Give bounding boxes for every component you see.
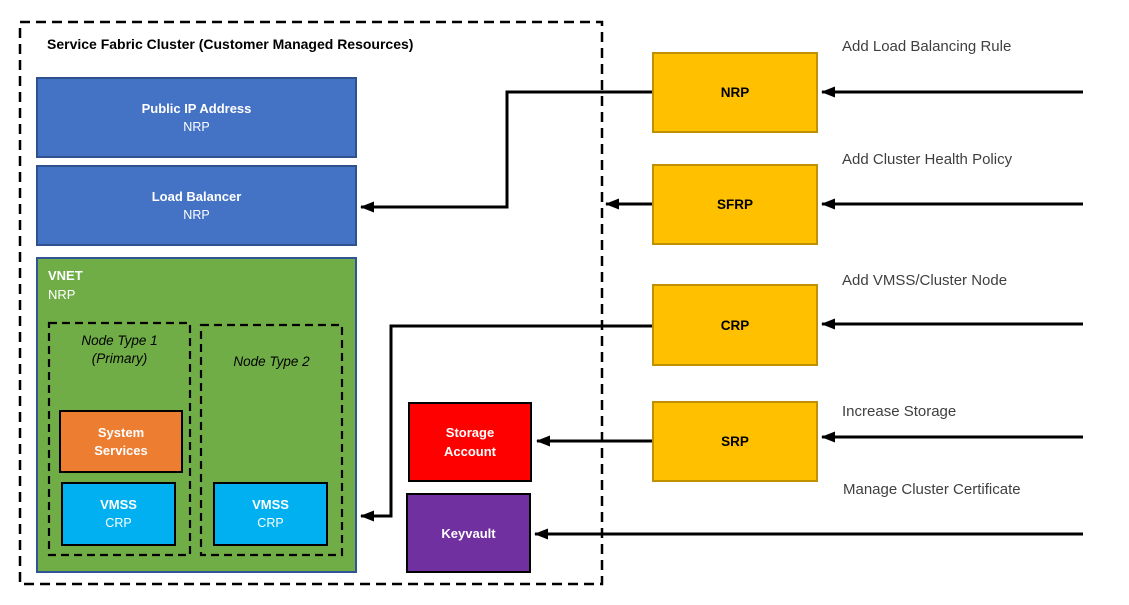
system-services-label: System Services: [94, 424, 148, 458]
action-label-increase-storage: Increase Storage: [842, 403, 957, 420]
srp-box: SRP: [652, 401, 818, 482]
node-type-1-qualifier: (Primary): [91, 351, 148, 366]
crp-label: CRP: [720, 317, 750, 333]
storage-account-label: Storage Account: [444, 425, 496, 459]
vmss-2-label: VMSS: [252, 497, 289, 512]
node-type-1-label: Node Type 1: [81, 333, 158, 348]
load-balancer-box: Load Balancer NRP: [36, 165, 357, 246]
keyvault-label: Keyvault: [441, 525, 496, 541]
vmss-node-type-1-box: VMSS CRP: [61, 482, 176, 546]
load-balancer-provider-label: NRP: [183, 207, 210, 222]
keyvault-box: Keyvault: [406, 493, 531, 573]
nrp-label: NRP: [720, 85, 750, 100]
action-label-add-vmss-cluster-node: Add VMSS/Cluster Node: [842, 272, 1008, 289]
sfrp-box: SFRP: [652, 164, 818, 245]
vnet-label-group: VNET NRP: [48, 266, 83, 304]
public-ip-address-label: Public IP Address: [141, 100, 252, 116]
node-type-1-label-group: Node Type 1 (Primary): [49, 332, 190, 368]
vmss-2-provider-label: CRP: [257, 516, 284, 530]
crp-box: CRP: [652, 284, 818, 366]
vnet-label: VNET: [48, 268, 83, 283]
storage-account-box: Storage Account: [408, 402, 532, 482]
public-ip-provider-label: NRP: [183, 119, 210, 134]
public-ip-address-box: Public IP Address NRP: [36, 77, 357, 158]
vmss-1-label: VMSS: [100, 497, 137, 512]
load-balancer-label: Load Balancer: [151, 188, 242, 204]
vnet-provider-label: NRP: [48, 287, 76, 302]
action-label-manage-cluster-certificate: Manage Cluster Certificate: [843, 481, 1021, 498]
srp-label: SRP: [721, 434, 749, 449]
arrow-nrp-to-load-balancer: [360, 90, 652, 213]
vmss-node-type-2-box: VMSS CRP: [213, 482, 328, 546]
action-label-add-load-balancing-rule: Add Load Balancing Rule: [842, 38, 1012, 55]
node-type-2-label: Node Type 2: [233, 354, 310, 369]
cluster-title: Service Fabric Cluster (Customer Managed…: [47, 36, 414, 52]
vmss-1-provider-label: CRP: [105, 516, 132, 530]
nrp-box: NRP: [652, 52, 818, 133]
system-services-box: System Services: [59, 410, 183, 473]
sfrp-label: SFRP: [716, 197, 753, 212]
action-label-add-cluster-health-policy: Add Cluster Health Policy: [842, 151, 1013, 168]
